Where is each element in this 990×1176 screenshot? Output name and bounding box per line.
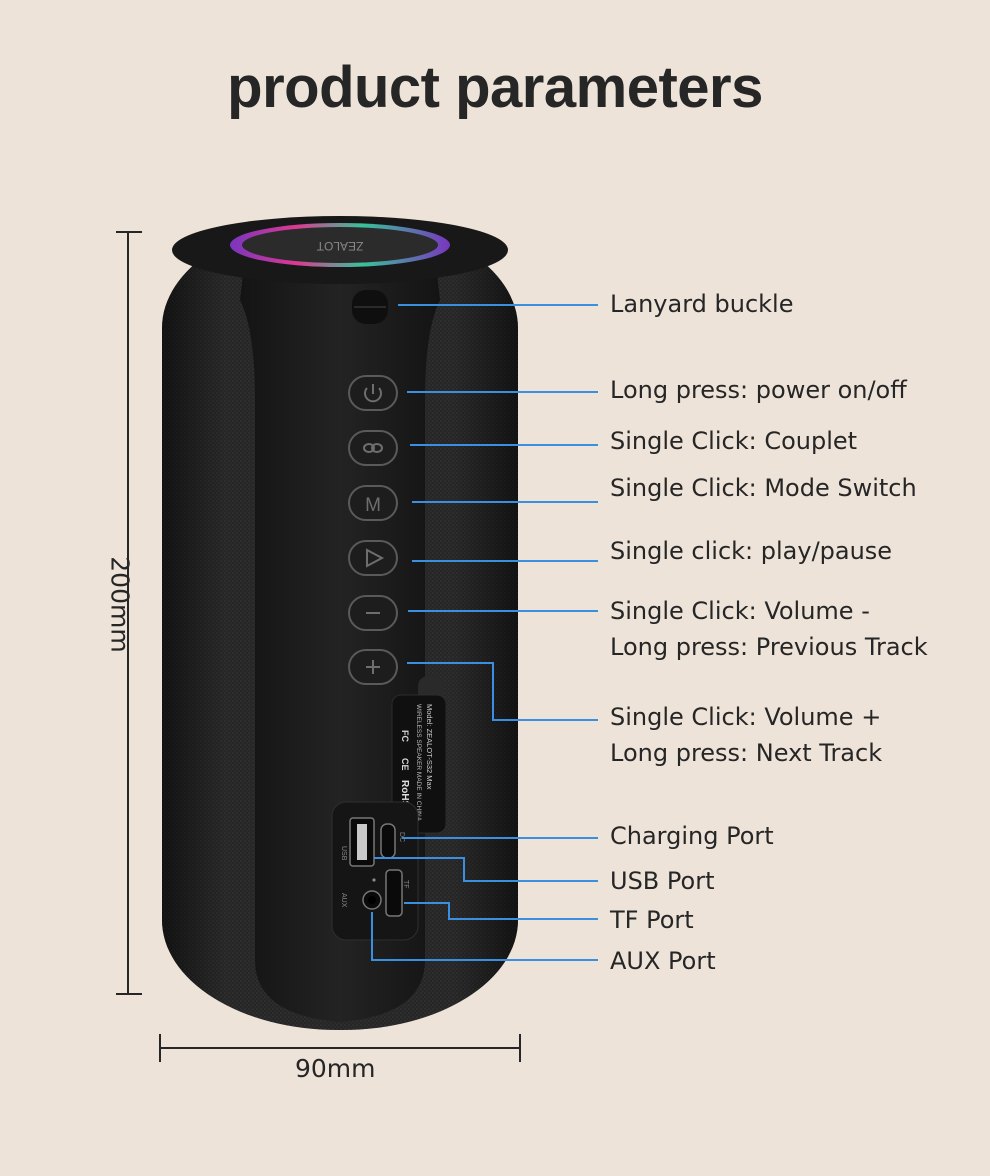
tf-port-text: TF (402, 880, 409, 889)
play-icon (366, 548, 385, 568)
callout-next-track: Long press: Next Track (610, 739, 883, 767)
callout-power: Long press: power on/off (610, 376, 907, 404)
ce-mark: CE (400, 758, 410, 771)
link-icon (363, 443, 383, 453)
port-panel: USB DC AUX TF (331, 801, 419, 941)
callout-aux-port: AUX Port (610, 947, 716, 975)
model-text: Model: ZEALOT-S32 Max (425, 704, 434, 790)
callout-volume-down: Single Click: Volume - (610, 597, 870, 625)
aux-port-text: AUX (340, 893, 347, 908)
brand-logo: ZEALOT (316, 239, 363, 253)
leader-tf (404, 902, 598, 920)
dc-port-hole (380, 823, 396, 859)
mode-button (348, 485, 398, 521)
callout-charging-port: Charging Port (610, 822, 774, 850)
callout-volume-up: Single Click: Volume + (610, 703, 882, 731)
mode-glyph: M (365, 495, 381, 516)
tf-port-hole (385, 869, 403, 917)
callout-previous-track: Long press: Previous Track (610, 633, 928, 661)
height-dimension-line (116, 231, 142, 995)
rohs-mark: RoHS (399, 780, 410, 808)
play-button (348, 540, 398, 576)
plus-icon (366, 660, 380, 674)
callout-tf-port: TF Port (610, 906, 694, 934)
height-dimension-label: 200mm (105, 556, 135, 653)
fc-mark: FC (400, 730, 410, 742)
power-icon (364, 384, 382, 403)
callout-mode-switch: Single Click: Mode Switch (610, 474, 917, 502)
callout-lines (371, 304, 598, 961)
callout-lanyard-buckle: Lanyard buckle (610, 290, 794, 318)
usb-port-text: USB (340, 846, 347, 861)
width-dimension-label: 90mm (295, 1054, 376, 1083)
leader-usb (374, 857, 598, 882)
width-dimension-line (159, 1034, 521, 1062)
label-tag: Model: ZEALOT-S32 Max WIRELESS SPEAKER M… (391, 676, 447, 834)
callout-couplet: Single Click: Couplet (610, 427, 858, 455)
dc-port-text: DC (398, 832, 405, 842)
leader-volume-up (407, 662, 598, 721)
callout-play-pause: Single click: play/pause (610, 537, 893, 565)
callout-usb-port: USB Port (610, 867, 715, 895)
leader-aux (371, 912, 598, 961)
page-title: product parameters (227, 55, 763, 120)
made-in-text: WIRELESS SPEAKER MADE IN CHINA (415, 704, 422, 822)
